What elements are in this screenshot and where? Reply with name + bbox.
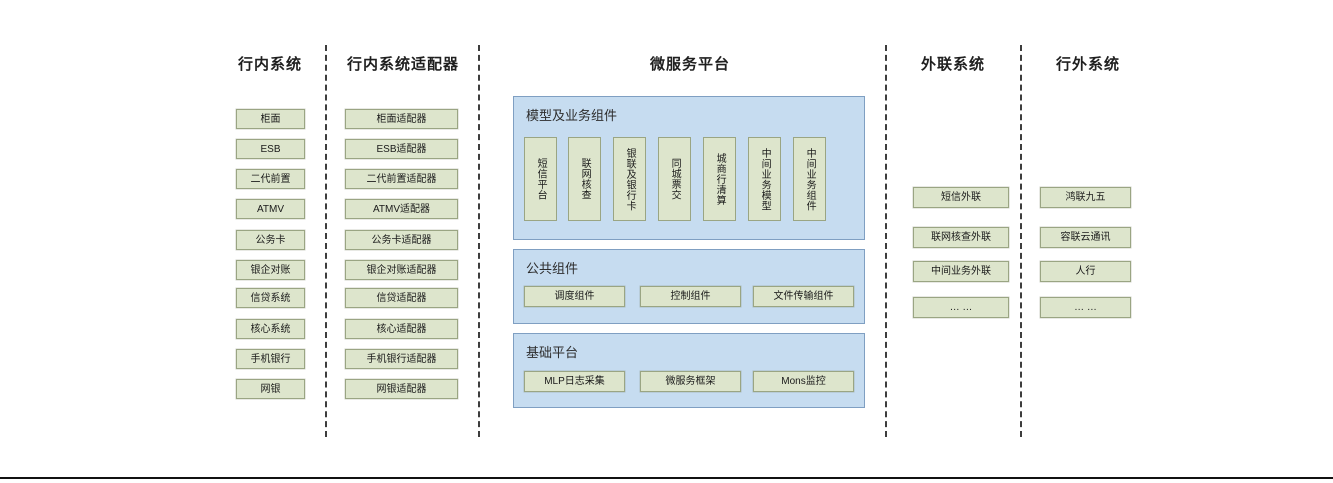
list-item[interactable]: 手机银行适配器 <box>345 349 458 369</box>
list-item-label: 同城票交 <box>669 158 681 200</box>
list-item[interactable]: 城商行清算 <box>703 137 736 221</box>
list-item[interactable]: ESB适配器 <box>345 139 458 159</box>
column-title-external-link-systems: 外联系统 <box>920 56 985 73</box>
list-item[interactable]: 鸿联九五 <box>1040 187 1131 208</box>
group-title: 模型及业务组件 <box>526 108 618 123</box>
column-title-internal-systems: 行内系统 <box>237 56 302 73</box>
column-divider-3 <box>885 45 887 437</box>
column-title-internal-adapters: 行内系统适配器 <box>346 56 459 73</box>
list-item[interactable]: ESB <box>236 139 305 159</box>
list-item[interactable]: 核心系统 <box>236 319 305 339</box>
list-item[interactable]: 银企对账适配器 <box>345 260 458 280</box>
list-item[interactable]: … … <box>1040 297 1131 318</box>
list-item[interactable]: ATMV <box>236 199 305 219</box>
list-item[interactable]: 控制组件 <box>640 286 741 307</box>
list-item-label: 中间业务组件 <box>804 147 816 211</box>
list-item[interactable]: 网银适配器 <box>345 379 458 399</box>
list-item[interactable]: 中间业务模型 <box>748 137 781 221</box>
group-title: 基础平台 <box>526 345 579 360</box>
list-item[interactable]: 信贷适配器 <box>345 288 458 308</box>
list-item[interactable]: 公务卡适配器 <box>345 230 458 250</box>
list-item-label: 短信平台 <box>535 158 547 200</box>
list-item[interactable]: 公务卡 <box>236 230 305 250</box>
list-item[interactable]: … … <box>913 297 1009 318</box>
column-divider-2 <box>478 45 480 437</box>
list-item[interactable]: 文件传输组件 <box>753 286 854 307</box>
group-title: 公共组件 <box>526 261 579 276</box>
list-item[interactable]: 二代前置适配器 <box>345 169 458 189</box>
list-item[interactable]: ATMV适配器 <box>345 199 458 219</box>
list-item[interactable]: 手机银行 <box>236 349 305 369</box>
list-item[interactable]: 中间业务外联 <box>913 261 1009 282</box>
list-item[interactable]: 调度组件 <box>524 286 625 307</box>
list-item[interactable]: 银联及银行卡 <box>613 137 646 221</box>
list-item[interactable]: 中间业务组件 <box>793 137 826 221</box>
list-item-label: 中间业务模型 <box>759 147 771 211</box>
list-item[interactable]: 短信外联 <box>913 187 1009 208</box>
list-item-label: 银联及银行卡 <box>624 147 636 211</box>
list-item[interactable]: MLP日志采集 <box>524 371 625 392</box>
group-base-platform: 基础平台 <box>513 333 865 408</box>
list-item[interactable]: 短信平台 <box>524 137 557 221</box>
list-item[interactable]: 信贷系统 <box>236 288 305 308</box>
list-item-label: 城商行清算 <box>714 152 726 206</box>
list-item[interactable]: 联网核查 <box>568 137 601 221</box>
bottom-rule <box>0 477 1333 479</box>
list-item[interactable]: 容联云通讯 <box>1040 227 1131 248</box>
list-item[interactable]: 人行 <box>1040 261 1131 282</box>
column-divider-1 <box>325 45 327 437</box>
list-item[interactable]: 联网核查外联 <box>913 227 1009 248</box>
column-title-microservice-platform: 微服务平台 <box>649 56 730 73</box>
column-divider-4 <box>1020 45 1022 437</box>
column-title-outside-bank-systems: 行外系统 <box>1055 56 1120 73</box>
list-item[interactable]: 同城票交 <box>658 137 691 221</box>
list-item[interactable]: 微服务框架 <box>640 371 741 392</box>
list-item[interactable]: 银企对账 <box>236 260 305 280</box>
list-item[interactable]: 核心适配器 <box>345 319 458 339</box>
list-item[interactable]: 网银 <box>236 379 305 399</box>
list-item[interactable]: 柜面适配器 <box>345 109 458 129</box>
list-item-label: 联网核查 <box>579 158 591 200</box>
list-item[interactable]: 柜面 <box>236 109 305 129</box>
list-item[interactable]: 二代前置 <box>236 169 305 189</box>
list-item[interactable]: Mons监控 <box>753 371 854 392</box>
